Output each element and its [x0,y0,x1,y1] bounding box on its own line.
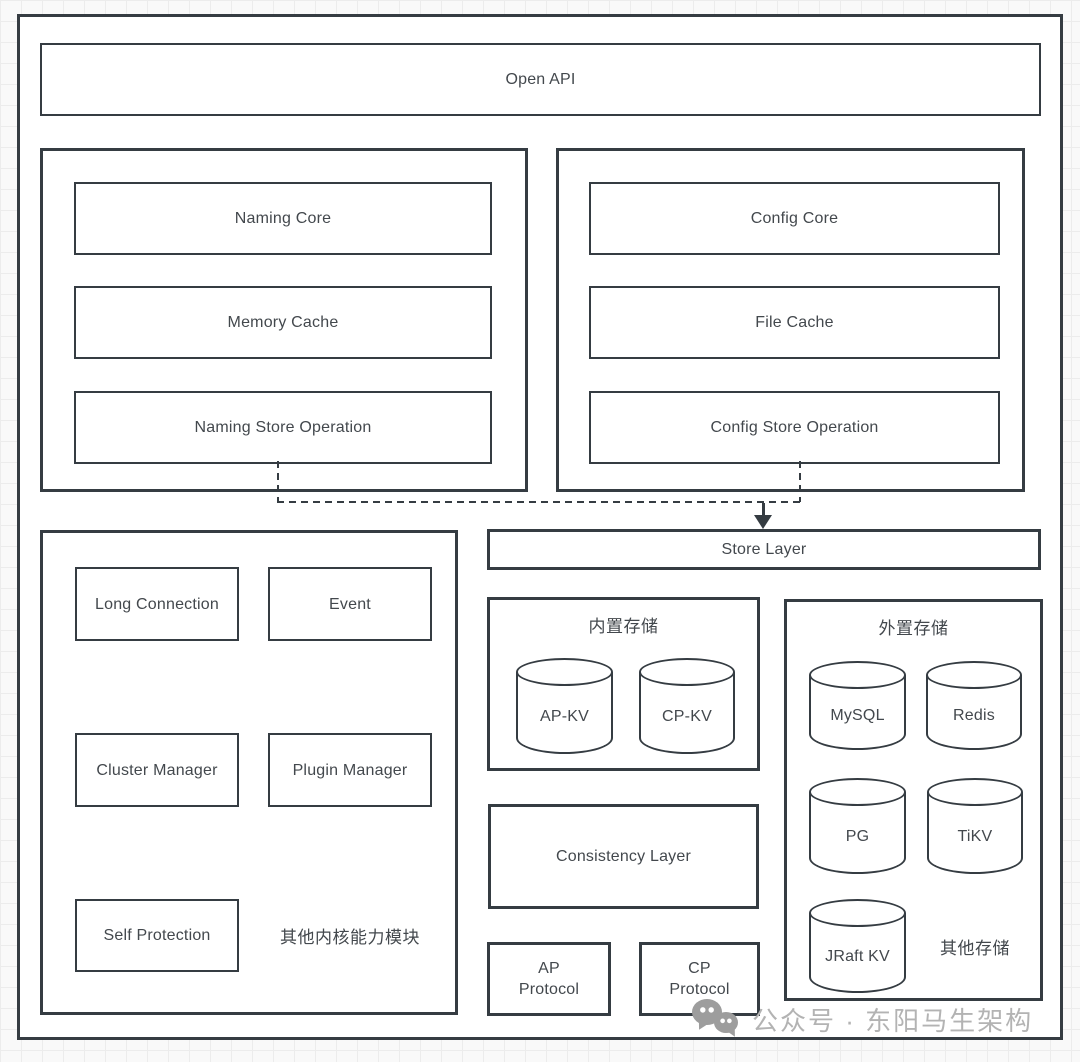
cylinder-top [927,778,1023,806]
node-naming-store-operation: Naming Store Operation [74,391,492,464]
node-cp-protocol-line2: Protocol [669,981,730,998]
kernel-other-note-label: 其他内核能力模块 [280,928,420,947]
builtin-storage-title: 内置存储 [588,617,659,636]
cylinder-top [809,778,906,806]
node-naming-core: Naming Core [74,182,492,255]
cylinder-top [926,661,1022,689]
node-file-cache: File Cache [589,286,1000,359]
node-config-core: Config Core [589,182,1000,255]
node-long-connection-label: Long Connection [95,595,219,613]
node-config-core-label: Config Core [750,210,839,227]
arrow-down-icon [754,515,772,529]
wechat-bubble-small [714,1012,738,1033]
cylinder-top [809,661,906,689]
external-other-note-label: 其他存储 [940,938,1010,958]
node-ap-protocol: AP Protocol [487,942,611,1016]
node-store-layer: Store Layer [487,529,1041,570]
naming-module-group: Naming Core Memory Cache Naming Store Op… [40,148,528,492]
node-cluster-manager-label: Cluster Manager [96,761,218,779]
node-file-cache-label: File Cache [755,314,834,331]
node-cluster-manager: Cluster Manager [75,733,239,807]
cylinder-pg: PG [809,778,906,874]
node-open-api: Open API [40,43,1041,116]
node-self-protection-label: Self Protection [103,927,211,944]
node-memory-cache: Memory Cache [74,286,492,359]
connector-dash-horizontal [277,501,801,503]
node-memory-cache-label: Memory Cache [227,314,339,331]
cylinder-tikv: TiKV [927,778,1023,874]
cylinder-top [516,658,613,686]
connector-arrow-shaft [762,503,765,516]
cylinder-redis-label: Redis [953,707,995,724]
node-config-store-operation: Config Store Operation [589,391,1000,464]
node-plugin-manager-label: Plugin Manager [292,761,408,779]
node-naming-store-operation-label: Naming Store Operation [194,419,372,436]
cylinder-top [809,899,906,927]
builtin-storage-group: 内置存储 AP-KV CP-KV [487,597,760,771]
external-other-note: 其他存储 [927,899,1023,993]
watermark-text: 公众号 · 东阳马生架构 [752,1005,1034,1036]
cylinder-cp-kv-label: CP-KV [662,707,712,725]
node-config-store-operation-label: Config Store Operation [710,419,879,436]
cylinder-pg-label: PG [845,827,870,845]
cylinder-cp-kv: CP-KV [639,658,735,754]
watermark: 公众号 · 东阳马生架构 [692,999,1034,1043]
node-long-connection: Long Connection [75,567,239,641]
kernel-module-group: Long Connection Event Cluster Manager Pl… [40,530,458,1015]
cylinder-mysql: MySQL [809,661,906,750]
cylinder-tikv-label: TiKV [957,827,993,845]
wechat-bubble-large [692,999,722,1025]
wechat-bubble-tail [692,1019,708,1037]
node-self-protection: Self Protection [75,899,239,972]
cylinder-jraft-kv: JRaft KV [809,899,906,993]
connector-dash-naming [277,461,279,502]
node-event: Event [268,567,432,641]
kernel-other-note: 其他内核能力模块 [259,899,441,972]
cylinder-ap-kv: AP-KV [516,658,613,754]
config-module-group: Config Core File Cache Config Store Oper… [556,148,1025,492]
cylinder-redis: Redis [926,661,1022,750]
node-consistency-layer: Consistency Layer [488,804,759,909]
cylinder-ap-kv-label: AP-KV [539,707,589,725]
node-cp-protocol-line1: CP [688,960,711,977]
cylinder-mysql-label: MySQL [830,707,885,724]
wechat-icon [692,999,742,1043]
node-ap-protocol-line2: Protocol [518,981,580,998]
cylinder-jraft-kv-label: JRaft KV [825,947,890,965]
node-event-label: Event [329,595,371,613]
node-consistency-layer-label: Consistency Layer [555,848,692,865]
external-storage-title: 外置存储 [878,619,949,638]
connector-dash-config [799,461,801,502]
node-plugin-manager: Plugin Manager [268,733,432,807]
wechat-bubble-tail [727,1027,741,1043]
node-open-api-label: Open API [505,71,576,88]
node-store-layer-label: Store Layer [721,541,807,558]
external-storage-group: 外置存储 MySQL Redis PG TiKV JRaft KV 其他存储 [784,599,1043,1001]
cylinder-top [639,658,735,686]
node-naming-core-label: Naming Core [234,210,332,227]
node-ap-protocol-line1: AP [538,960,560,977]
